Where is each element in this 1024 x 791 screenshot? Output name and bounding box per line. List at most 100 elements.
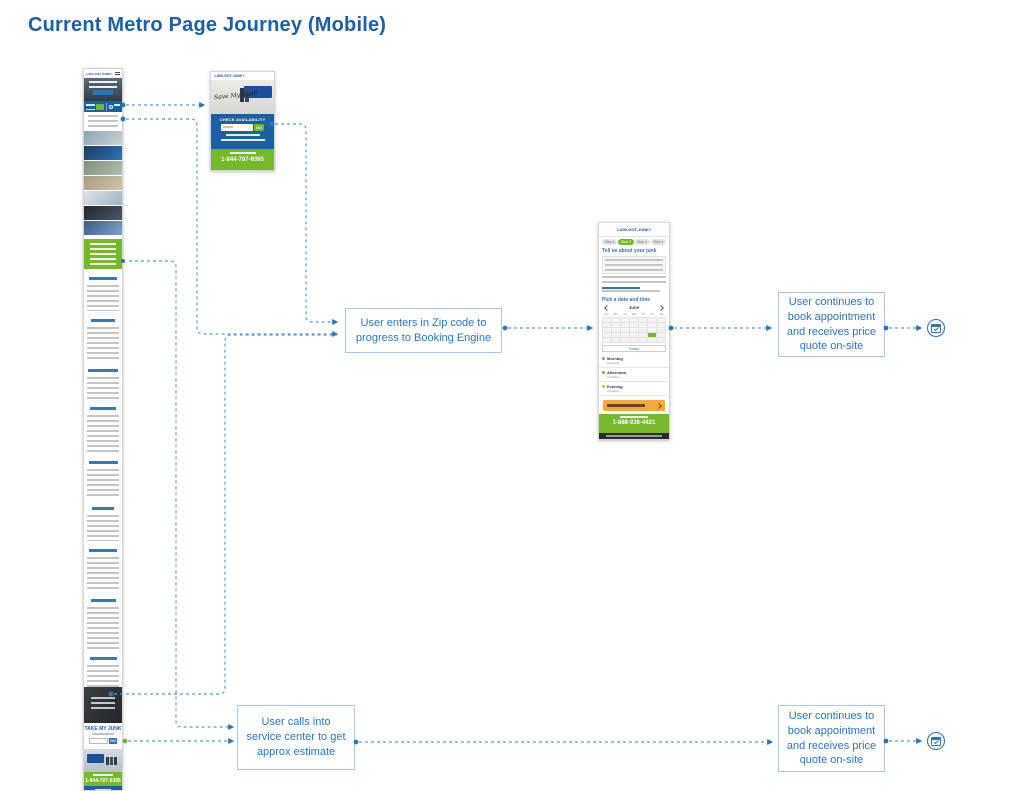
calendar-cell[interactable]	[630, 318, 638, 322]
connector-bottomzip-to-zipbox	[114, 334, 337, 695]
metro-page-screenshot: 1-800-GOT-JUNK?	[83, 68, 123, 791]
metro-hero	[84, 78, 122, 101]
zip-input[interactable]	[89, 738, 108, 744]
calendar-prev-icon[interactable]	[604, 304, 610, 311]
continue-button[interactable]	[603, 400, 665, 411]
metro-dark-photo	[84, 687, 122, 723]
calendar-check-icon	[926, 731, 946, 751]
calendar-cell[interactable]	[603, 338, 611, 342]
calendar-month-label: June	[628, 305, 640, 310]
calendar-cell[interactable]	[621, 318, 629, 322]
metro-phone-number[interactable]: 1-844-797-9395	[85, 778, 121, 784]
calendar-cell[interactable]	[639, 338, 647, 342]
availability-dot-icon	[602, 357, 605, 360]
calendar-cell[interactable]	[639, 328, 647, 332]
flow-box-zip-entry: User enters in Zip code to progress to B…	[345, 308, 502, 353]
photo-tile	[84, 206, 122, 220]
calendar-cell[interactable]	[621, 323, 629, 327]
calendar-header: June	[599, 304, 669, 311]
connector-dots	[108, 102, 889, 745]
go-button[interactable]: GO	[254, 124, 264, 131]
booking-phone-panel: 1-888-936-4421	[599, 414, 669, 433]
flow-box-continue-top: User continues to book appointment and r…	[778, 292, 885, 357]
inline-link[interactable]	[602, 287, 641, 289]
spot-tagline: Save My Spot!	[213, 89, 259, 102]
spot-phone-number[interactable]: 1-844-797-9395	[221, 157, 264, 163]
step-pill[interactable]: Step 1	[602, 239, 618, 245]
connector-spot-to-zipbox	[275, 123, 339, 325]
calendar-cell[interactable]	[603, 323, 611, 327]
about-junk-heading: Tell us about your junk	[602, 248, 657, 254]
go-button[interactable]: GO	[109, 738, 117, 744]
connector-greencta-to-callsbox	[129, 260, 235, 730]
calendar-cell[interactable]	[630, 323, 638, 327]
calendar-cell[interactable]	[639, 318, 647, 322]
photo-tile	[84, 131, 122, 145]
calendar-cell[interactable]	[612, 333, 620, 337]
calendar-cell[interactable]	[630, 328, 638, 332]
calendar-cell[interactable]	[657, 323, 665, 327]
calendar-cell[interactable]	[648, 328, 656, 332]
booking-logo: 1-800-GOT-JUNK?	[616, 227, 652, 232]
junk-note-box	[602, 256, 666, 274]
photo-tile	[84, 221, 122, 235]
phone-icon[interactable]	[109, 104, 113, 109]
calendar-cell[interactable]	[612, 338, 620, 342]
booking-phone-number[interactable]: 1-888-936-4421	[612, 420, 656, 426]
booking-steps: Step 1 Step 2 Step 3 Step 4	[599, 237, 669, 247]
page-title: Current Metro Page Journey (Mobile)	[28, 14, 387, 36]
metro-header: 1-800-GOT-JUNK?	[84, 69, 122, 78]
calendar-cell[interactable]	[657, 338, 665, 342]
metro-truck-photo	[84, 749, 122, 772]
calendar-cell[interactable]	[648, 333, 656, 337]
photo-tile	[84, 191, 122, 205]
calendar-cell[interactable]	[648, 318, 656, 322]
step-pill[interactable]: Step 3	[634, 239, 650, 245]
calendar-cell[interactable]	[657, 328, 665, 332]
booking-page-screenshot: 1-800-GOT-JUNK? Step 1 Step 2 Step 3 Ste…	[598, 222, 670, 440]
calendar-cell[interactable]	[603, 318, 611, 322]
calendar-cell[interactable]	[648, 323, 656, 327]
calendar-cell[interactable]	[657, 333, 665, 337]
metro-bottom-widget: TAKE MY JUNK GO	[84, 723, 122, 749]
sticky-go-button[interactable]	[96, 103, 104, 110]
booking-header: 1-800-GOT-JUNK?	[599, 223, 669, 237]
today-button[interactable]: Today	[602, 345, 666, 352]
calendar-cell[interactable]	[603, 333, 611, 337]
zip-input[interactable]	[221, 124, 253, 131]
calendar-cell[interactable]	[612, 323, 620, 327]
metro-phone-block: 1-844-797-9395	[84, 772, 122, 786]
step-pill-active[interactable]: Step 2	[618, 239, 634, 245]
metro-logo: 1-800-GOT-JUNK?	[86, 71, 113, 76]
hamburger-icon[interactable]	[115, 71, 120, 76]
calendar-cell[interactable]	[630, 333, 638, 337]
calendar-cell[interactable]	[639, 333, 647, 337]
calendar-cell[interactable]	[612, 318, 620, 322]
flow-box-calls: User calls into service center to get ap…	[237, 705, 355, 770]
hero-button[interactable]	[93, 90, 113, 95]
calendar-next-icon[interactable]	[658, 304, 664, 311]
booking-calendar-grid[interactable]	[602, 317, 666, 343]
check-availability-label: CHECK AVAILABILITY	[219, 117, 266, 122]
spot-page-screenshot: 1-800-GOT-JUNK? Save My Spot! CHECK AVAI…	[210, 71, 275, 171]
calendar-cell[interactable]	[621, 333, 629, 337]
photo-tile	[84, 146, 122, 160]
availability-dot-icon	[602, 371, 605, 374]
step-pill[interactable]: Step 4	[650, 239, 666, 245]
calendar-cell[interactable]	[612, 328, 620, 332]
calendar-cell[interactable]	[621, 338, 629, 342]
calendar-cell[interactable]	[630, 338, 638, 342]
calendar-cell[interactable]	[603, 328, 611, 332]
calendar-cell[interactable]	[621, 328, 629, 332]
calendar-cell[interactable]	[657, 318, 665, 322]
metro-article	[84, 277, 122, 687]
spot-phone-panel: 1-844-797-9395	[211, 149, 274, 170]
spot-logo: 1-800-GOT-JUNK?	[214, 74, 245, 78]
calendar-cell[interactable]	[639, 323, 647, 327]
booking-paragraph	[602, 276, 666, 294]
calendar-cell[interactable]	[648, 338, 656, 342]
